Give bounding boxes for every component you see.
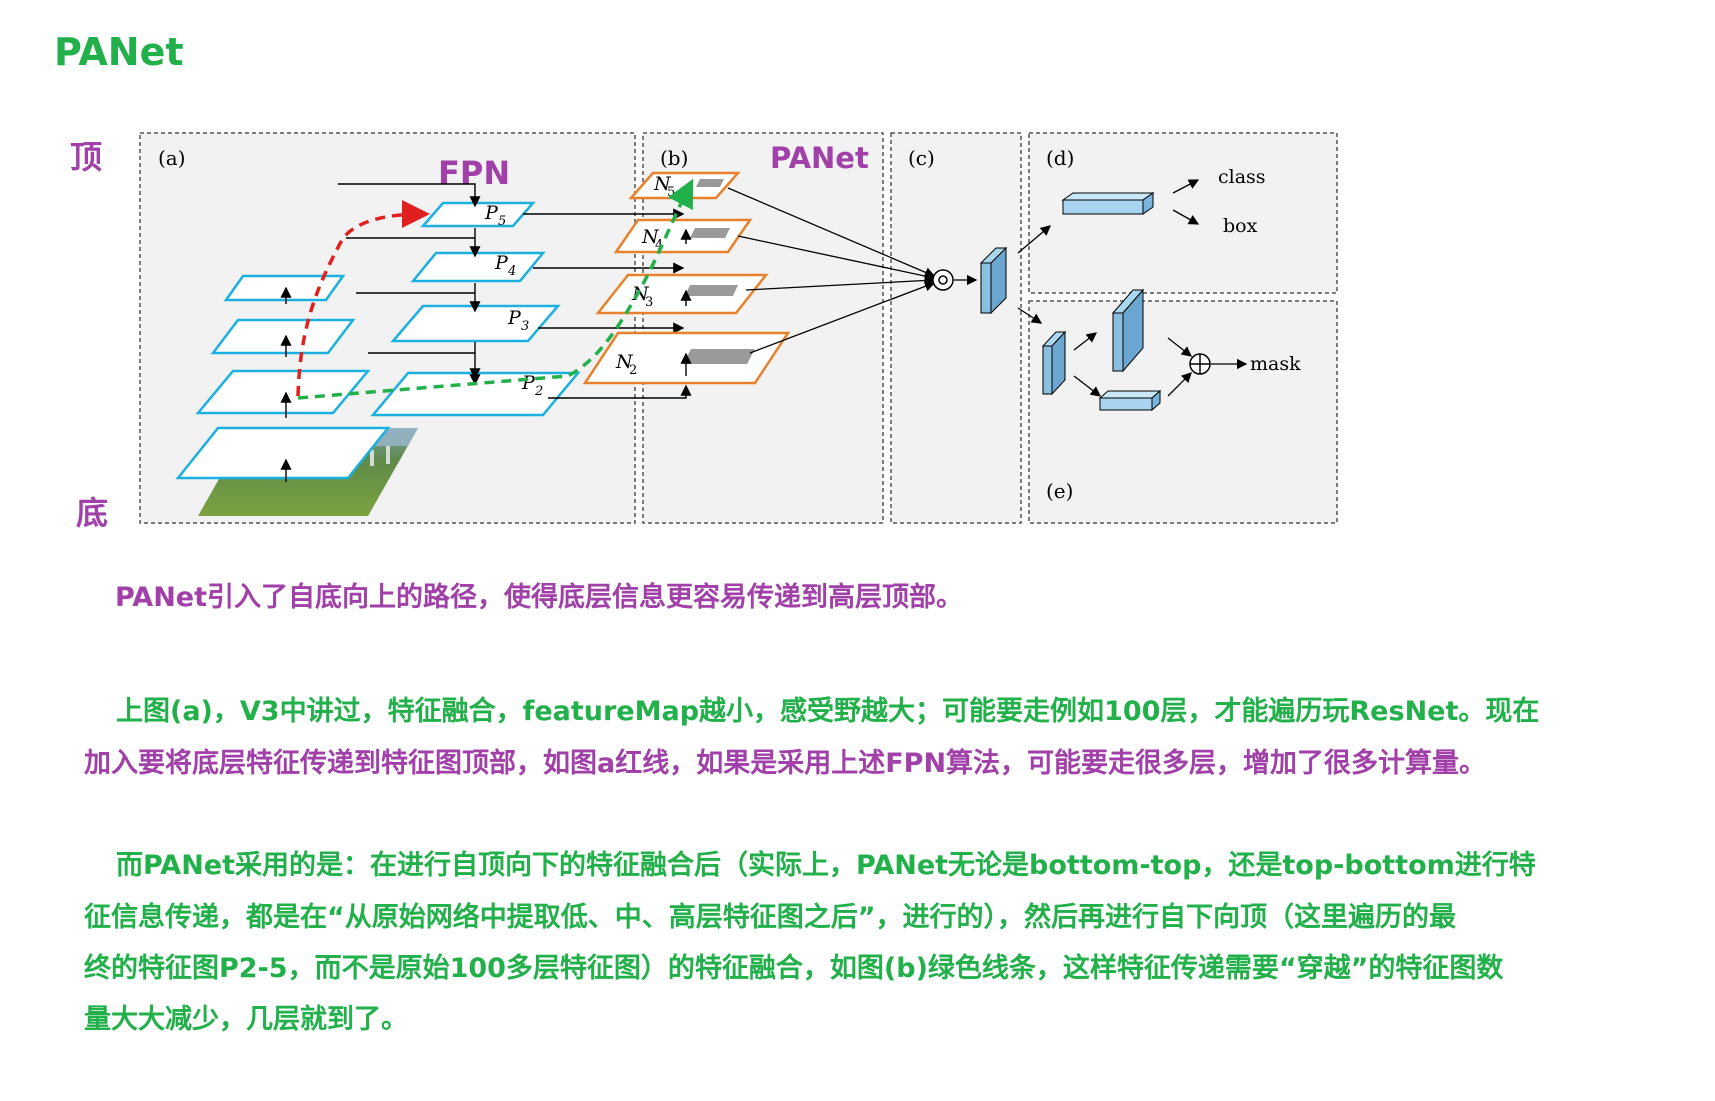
fpn-p4 [410,251,546,283]
backbone-c5 [223,274,346,302]
svg-text:3: 3 [521,319,529,334]
panet-label: PANet [770,141,869,175]
paragraph-3-line-4: 量大大减少，几层就到了。 [84,1004,408,1035]
fpn-level-labels: P 5 P 4 P 3 P 2 [484,202,543,399]
svg-text:P: P [494,252,509,274]
panel-e-box [1028,300,1338,524]
paragraph-2-line-1: 上图(a)，V3中讲过，特征融合，featureMap越小，感受野越大；可能要走… [116,696,1540,727]
fpn-p2 [370,371,581,417]
page-title: PANet [54,30,184,74]
panet-architecture-figure: (a) (b) (c) (d) (e) FPN PANet [139,132,1338,524]
panet-n3 [595,273,769,315]
svg-text:2: 2 [629,363,637,378]
svg-text:P: P [484,202,499,224]
panel-boxes [139,132,1338,524]
svg-text:P: P [521,372,536,394]
paragraph-2-line-2: 加入要将底层特征传递到特征图顶部，如图a红线，如果是采用上述FPN算法，可能要走… [84,748,1487,779]
green-short-path [297,178,694,400]
backbone-c4 [210,318,356,355]
panel-e-label: (e) [1046,479,1073,503]
fusion-op [932,269,954,291]
box-head-fc [1061,192,1155,215]
panel-d-label: (d) [1046,146,1074,170]
mask-output: mask [1250,353,1301,375]
class-output: class [1218,166,1266,188]
svg-text:5: 5 [667,185,675,200]
fpn-levels [370,201,581,417]
svg-text:N: N [615,351,634,373]
bottom-label: 底 [76,494,109,532]
svg-text:5: 5 [498,214,506,229]
red-long-path [296,200,430,397]
paragraph-3-line-1: 而PANet采用的是：在进行自顶向下的特征融合后（实际上，PANet无论是bot… [116,850,1536,881]
panel-b-label: (b) [660,146,688,170]
panet-n4 [613,218,753,254]
fused-feature [979,246,1008,315]
mask-branch-input [1041,330,1067,396]
fpn-p3 [390,304,561,343]
mask-fc-branch [1098,389,1162,412]
paragraph-summary: PANet引入了自底向上的路径，使得底层信息更容易传递到高层顶部。 [115,582,964,613]
svg-text:2: 2 [534,384,543,399]
fpn-label: FPN [438,154,510,192]
paragraph-3-line-2: 征信息传递，都是在“从原始网络中提取低、中、高层特征图之后”，进行的），然后再进… [84,902,1456,933]
paragraph-3-line-3: 终的特征图P2-5，而不是原始100多层特征图）的特征融合，如图(b)绿色线条，… [84,953,1504,984]
svg-text:4: 4 [655,238,663,253]
svg-text:N: N [653,173,672,195]
backbone-c2 [175,426,391,480]
box-output: box [1223,215,1258,237]
top-label: 顶 [70,138,103,176]
panel-c-box [890,132,1022,524]
svg-text:3: 3 [645,295,653,310]
add-op [1189,353,1211,375]
svg-text:4: 4 [507,264,516,279]
svg-text:P: P [507,307,522,329]
fpn-p5 [420,201,536,228]
panel-c-label: (c) [908,146,935,170]
panet-rois [683,179,755,364]
mask-fcn-branch [1111,288,1145,373]
svg-text:N: N [641,226,660,248]
panel-a-label: (a) [158,146,186,170]
